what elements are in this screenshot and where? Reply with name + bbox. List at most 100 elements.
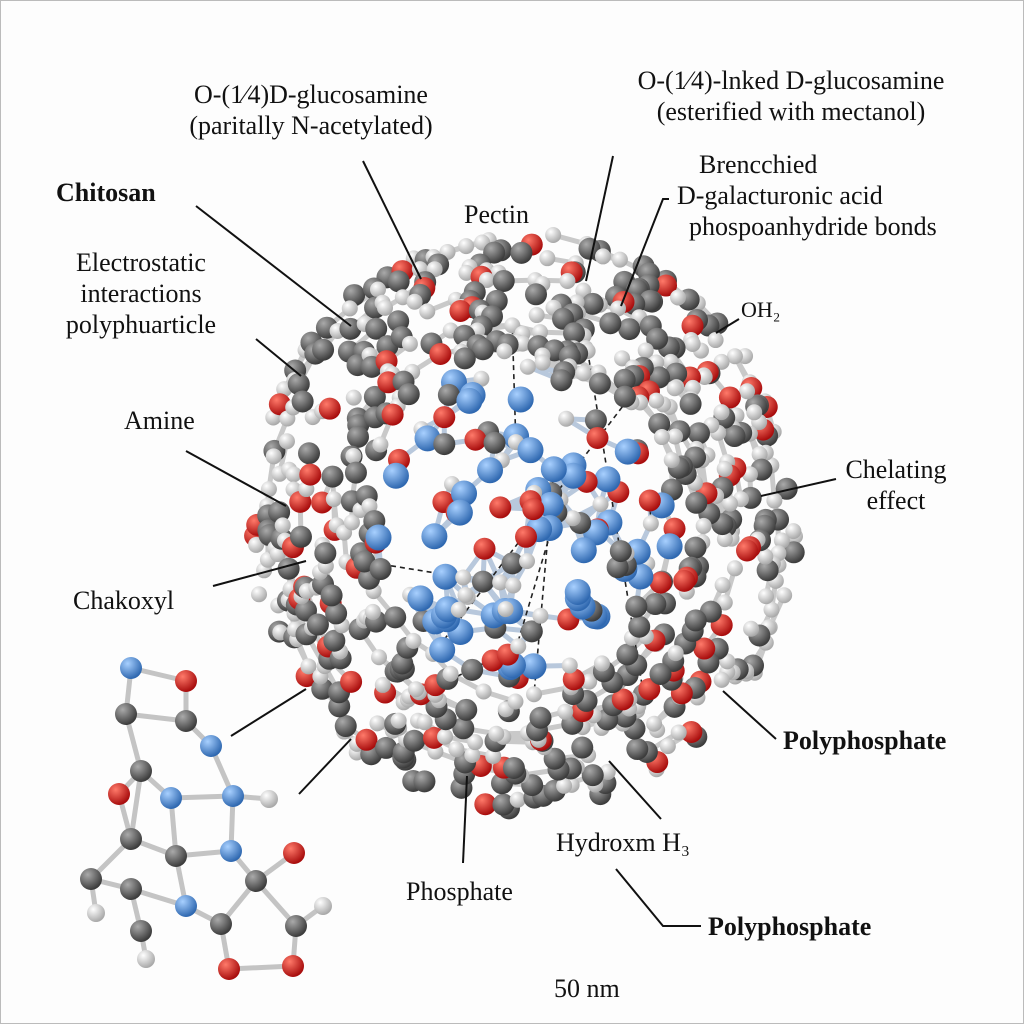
label-glucosamine-partially-acetylated: O-(1⁄4)D-glucosamine (paritally N-acetyl…: [161, 79, 461, 141]
hydrogen-atom: [526, 686, 543, 703]
hydrogen-atom: [285, 466, 302, 483]
hydrogen-atom: [642, 515, 659, 532]
leader-electrostatic: [255, 338, 302, 377]
hydrogen-atom: [485, 748, 502, 765]
carbon-atom: [175, 710, 197, 732]
carbon-atom: [285, 915, 307, 937]
hydrogen-atom: [666, 428, 683, 445]
hydrogen-atom: [457, 587, 474, 604]
hydrogen-atom: [464, 746, 481, 763]
carbon-atom: [684, 536, 707, 559]
hydrogen-atom: [716, 531, 733, 548]
label-phosphate: Phosphate: [406, 877, 513, 906]
carbon-atom: [325, 602, 348, 625]
carbon-atom: [321, 465, 344, 488]
hydrogen-atom: [278, 433, 295, 450]
carbon-atom: [685, 491, 708, 514]
oxygen-atom: [474, 793, 497, 816]
label-line: (paritally N-acetylated): [189, 111, 433, 141]
carbon-atom: [461, 658, 484, 681]
label-branched-galacturonic: Brencchied D-galacturonic acid phospoanh…: [677, 149, 937, 243]
carbon-atom: [433, 433, 456, 456]
carbon-atom: [492, 269, 515, 292]
carbon-atom: [782, 541, 805, 564]
oxygen-atom: [340, 670, 363, 693]
carbon-atom: [723, 425, 746, 448]
label-polyphosphate-right: Polyphosphate: [783, 726, 947, 755]
carbon-atom: [387, 270, 410, 293]
hydrogen-atom: [442, 665, 459, 682]
carbon-atom: [210, 913, 232, 935]
carbon-atom: [268, 501, 291, 524]
hydrogen-atom: [505, 577, 522, 594]
hydrogen-atom: [743, 620, 760, 637]
oxygen-atom: [611, 688, 634, 711]
hydrogen-atom: [455, 569, 472, 586]
carbon-atom: [581, 764, 604, 787]
hydrogen-atom: [458, 238, 475, 255]
carbon-atom: [130, 760, 152, 782]
leader-polyphosphate-2: [615, 868, 701, 927]
label-polyphosphate-bottom: Polyphosphate: [708, 912, 872, 941]
carbon-atom: [648, 413, 671, 436]
leader-branched: [620, 198, 669, 307]
hydrogen-atom: [473, 370, 490, 387]
hydrogen-atom: [371, 649, 388, 666]
hydrogen-atom: [739, 383, 756, 400]
carbon-atom: [550, 369, 573, 392]
carbon-atom: [287, 373, 310, 396]
hydrogen-atom: [653, 429, 670, 446]
leader-small-molecule-2: [298, 738, 352, 795]
carbon-atom: [644, 593, 667, 616]
label-line: effect: [866, 486, 926, 516]
hydrogen-atom: [300, 658, 317, 675]
leader-chakoxyl: [212, 560, 307, 587]
nitrogen-atom: [537, 491, 564, 518]
oxygen-atom: [381, 403, 404, 426]
hydrogen-atom: [695, 517, 712, 534]
hydrogen-atom: [637, 342, 654, 359]
label-electrostatic-interactions: Electrostatic interactions polyphuarticl…: [31, 247, 251, 341]
hydrogen-atom: [766, 492, 783, 509]
label-line: O-(1⁄4)D-glucosamine: [194, 80, 428, 109]
label-amine: Amine: [124, 406, 195, 435]
carbon-atom: [588, 372, 611, 395]
hydrogen-atom: [265, 448, 282, 465]
oxygen-atom: [680, 720, 703, 743]
hydrogen-atom: [496, 343, 513, 360]
oxygen-atom: [736, 539, 759, 562]
oxygen-atom: [429, 342, 452, 365]
oxygen-atom: [449, 300, 472, 323]
hydrogen-atom: [648, 392, 665, 409]
carbon-atom: [289, 525, 312, 548]
leader-oh2: [715, 318, 740, 334]
hydrogen-atom: [343, 514, 360, 531]
carbon-atom: [452, 717, 475, 740]
carbon-atom: [571, 736, 594, 759]
hydrogen-atom: [475, 683, 492, 700]
nitrogen-atom: [520, 653, 547, 680]
hydrogen-atom: [369, 281, 386, 298]
carbon-atom: [649, 662, 672, 685]
carbon-atom: [775, 477, 798, 500]
carbon-atom: [756, 559, 779, 582]
hydrogen-atom: [401, 335, 418, 352]
nitrogen-atom: [594, 466, 621, 493]
label-pectin: Pectin: [464, 200, 529, 229]
hydrogen-atom: [592, 496, 609, 513]
hydrogen-atom: [251, 586, 268, 603]
hydrogen-atom: [713, 671, 730, 688]
atoms-layer: [80, 226, 805, 980]
oxygen-atom: [283, 842, 305, 864]
oxygen-atom: [473, 537, 496, 560]
oxygen-atom: [464, 428, 487, 451]
hydrogen-atom: [137, 950, 155, 968]
hydrogen-atom: [478, 271, 495, 288]
oxygen-atom: [299, 463, 322, 486]
hydrogen-atom: [785, 523, 802, 540]
nitrogen-atom: [175, 895, 197, 917]
nitrogen-atom: [517, 437, 544, 464]
hydrogen-atom: [406, 293, 423, 310]
hydrogen-atom: [684, 335, 701, 352]
bond: [128, 770, 144, 840]
